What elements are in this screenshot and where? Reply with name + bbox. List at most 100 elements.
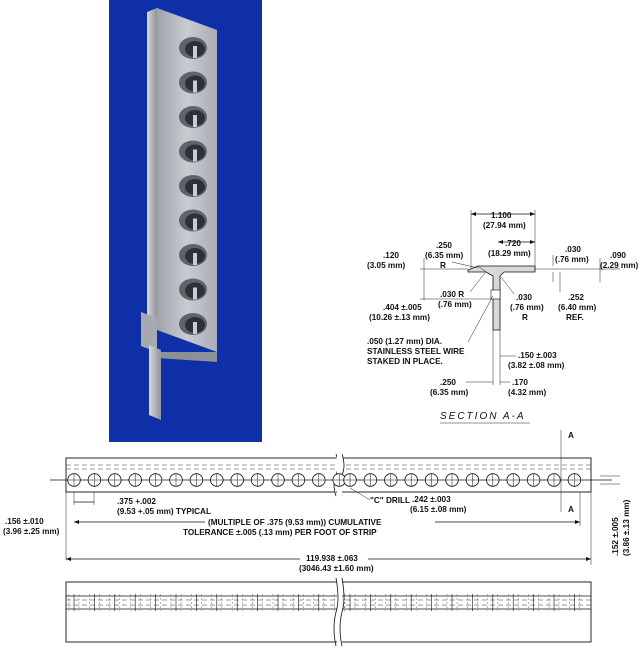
strip-hole bbox=[526, 473, 541, 487]
section-marker-bottom: A bbox=[568, 505, 574, 514]
section-view: 1.100 (27.94 mm) .720 (18.29 mm) .030 (.… bbox=[367, 210, 638, 424]
front-hole-tick bbox=[569, 594, 580, 611]
strip-hole bbox=[506, 473, 520, 487]
dim-375-mm: (9.53 +.05 mm) TYPICAL bbox=[117, 507, 211, 516]
front-hole-tick bbox=[170, 594, 182, 611]
dim-170-mm: (4.32 mm) bbox=[508, 388, 546, 397]
dim-152-mm: (3.86 ±.13 mm) bbox=[622, 499, 631, 556]
dim-250r-mm: (6.35 mm) bbox=[425, 251, 463, 260]
front-hole-tick bbox=[252, 594, 263, 611]
dim-090-mm: (2.29 mm) bbox=[600, 261, 638, 270]
photo-holes bbox=[179, 37, 207, 335]
front-hole-tick bbox=[89, 594, 100, 611]
front-hole-tick bbox=[548, 594, 560, 611]
wire-note-2: STAINLESS STEEL WIRE bbox=[367, 347, 465, 356]
strip-hole bbox=[189, 473, 204, 487]
strip-hole bbox=[108, 473, 122, 487]
front-hole-tick bbox=[150, 594, 161, 611]
strip-hole bbox=[128, 473, 142, 487]
strip-hole bbox=[87, 473, 102, 487]
dim-width-in: 1.100 bbox=[491, 211, 512, 220]
photo-rail-side bbox=[147, 8, 157, 338]
strip-hole bbox=[312, 473, 326, 487]
dim-404-in: .404 ±.005 bbox=[383, 303, 422, 312]
photo-hole bbox=[179, 106, 207, 128]
strip-hole bbox=[169, 473, 183, 487]
strip-top-view: A A .375 +.002 (9.53 +.05 mm) TYPICAL "C… bbox=[3, 430, 631, 573]
photo-leg bbox=[149, 345, 161, 420]
dim-252-in: .252 bbox=[568, 293, 584, 302]
front-hole-tick bbox=[406, 594, 417, 611]
front-hole-tick bbox=[272, 594, 284, 611]
dim-030r-in: .030 R bbox=[440, 290, 464, 299]
strip-hole bbox=[404, 473, 418, 487]
dim-total-mm: (3046.43 ±1.60 mm) bbox=[299, 564, 374, 573]
front-hole-tick bbox=[487, 594, 498, 611]
strip-hole bbox=[465, 473, 480, 487]
dim-250b-in: .250 bbox=[440, 378, 456, 387]
dim-404-mm: (10.26 ±.13 mm) bbox=[369, 313, 430, 322]
dim-150-mm: (3.82 ±.08 mm) bbox=[508, 361, 565, 370]
dim-170-in: .170 bbox=[512, 378, 528, 387]
photo-hole bbox=[179, 140, 207, 163]
photo-hole bbox=[179, 313, 207, 335]
dim-030b-r: R bbox=[522, 313, 528, 322]
strip-hole bbox=[567, 473, 582, 487]
photo-hole bbox=[179, 37, 207, 59]
strip-hole bbox=[343, 473, 357, 487]
photo-hole bbox=[179, 244, 207, 266]
front-hole-tick bbox=[68, 594, 80, 611]
dim-120-in: .120 bbox=[383, 251, 399, 260]
product-photo bbox=[109, 0, 262, 442]
strip-photo-illustration bbox=[141, 8, 217, 420]
strip-front-view bbox=[65, 577, 592, 647]
front-hole-tick bbox=[467, 594, 478, 611]
dim-030-in: .030 bbox=[565, 245, 581, 254]
strip-holes bbox=[67, 473, 582, 487]
strip-hole bbox=[445, 473, 459, 487]
front-hole-tick bbox=[129, 594, 141, 611]
front-hole-tick bbox=[109, 594, 121, 611]
strip-hole bbox=[250, 473, 265, 487]
strip-hole bbox=[384, 473, 398, 487]
strip-hole bbox=[291, 473, 306, 487]
front-outline bbox=[65, 581, 592, 643]
dim-030r-mm: (.76 mm) bbox=[438, 300, 472, 309]
dim-090-in: .090 bbox=[610, 251, 626, 260]
dim-250b-mm: (6.35 mm) bbox=[430, 388, 468, 397]
dim-156-in: .156 ±.010 bbox=[5, 517, 44, 526]
dim-720-in: .720 bbox=[505, 239, 521, 248]
cumulative-note-1: (MULTIPLE OF .375 (9.53 mm)) CUMULATIVE bbox=[208, 518, 382, 527]
front-hole-tick bbox=[385, 594, 396, 611]
strip-hole bbox=[271, 473, 285, 487]
front-hole-tick bbox=[293, 594, 304, 611]
dim-156-mm: (3.96 ±.25 mm) bbox=[3, 527, 60, 536]
wire-square bbox=[490, 289, 501, 300]
dim-720-mm: (18.29 mm) bbox=[488, 249, 531, 258]
strip-hole bbox=[332, 473, 346, 487]
strip-hole bbox=[210, 473, 224, 487]
strip-hole bbox=[363, 473, 378, 487]
front-hole-tick bbox=[313, 594, 324, 611]
wire-note-3: STAKED IN PLACE. bbox=[367, 357, 443, 366]
strip-hole bbox=[230, 473, 244, 487]
dim-030b-mm: (.76 mm) bbox=[510, 303, 544, 312]
strip-hole bbox=[486, 473, 500, 487]
strip-hole bbox=[424, 473, 439, 487]
dim-152-in: .152 ±.005 bbox=[611, 517, 620, 556]
strip-hole bbox=[67, 473, 81, 487]
dim-242-mm: (6.15 ±.08 mm) bbox=[410, 505, 467, 514]
front-hole-tick bbox=[446, 594, 458, 611]
dim-150-in: .150 ±.003 bbox=[518, 351, 557, 360]
section-marker-top: A bbox=[568, 431, 574, 440]
dim-252-mm: (6.40 mm) bbox=[558, 303, 596, 312]
dim-242-in: .242 ±.003 bbox=[412, 495, 451, 504]
front-hole-tick bbox=[211, 594, 223, 611]
front-hole-tick bbox=[365, 594, 376, 611]
dim-120-mm: (3.05 mm) bbox=[367, 261, 405, 270]
dim-030b-in: .030 bbox=[516, 293, 532, 302]
front-hole-tick bbox=[344, 594, 356, 611]
dim-375-in: .375 +.002 bbox=[117, 497, 156, 506]
section-profile bbox=[467, 265, 536, 331]
section-title: SECTION A-A bbox=[440, 411, 526, 422]
